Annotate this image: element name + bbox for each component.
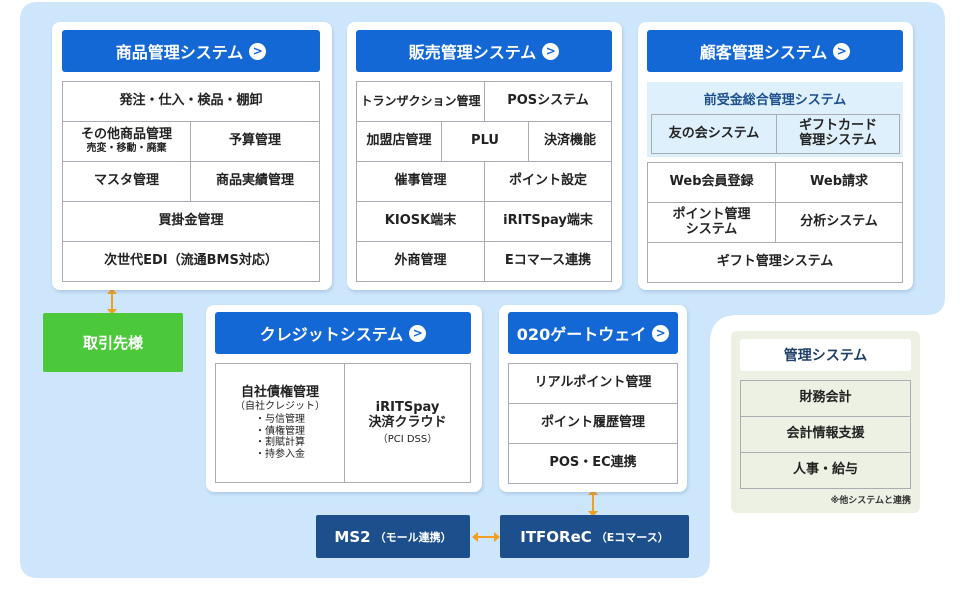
cell: ギフトカード管理システム xyxy=(776,114,900,154)
cell: ポイント履歴管理 xyxy=(508,403,678,444)
cell: 自社債権管理 （自社クレジット） ・与信管理 ・債権管理 ・割賦計算 ・持参入金 xyxy=(215,363,345,483)
chevron-right-icon: > xyxy=(249,42,267,60)
partner-box: 取引先様 xyxy=(43,313,183,372)
cell: 次世代EDI（流通BMS対応） xyxy=(62,241,320,282)
o2o-gateway-card: 020ゲートウェイ> リアルポイント管理 ポイント履歴管理 POS・EC連携 xyxy=(499,305,687,492)
cell: 買掛金管理 xyxy=(62,201,320,242)
product-management-button[interactable]: 商品管理システム > xyxy=(62,30,320,72)
cell: KIOSK端末 xyxy=(356,201,485,242)
cell: 予算管理 xyxy=(190,121,320,162)
cell: 会計情報支援 xyxy=(740,416,911,453)
cell: PLU xyxy=(441,121,529,162)
cell: POSシステム xyxy=(484,81,612,122)
customer-management-button[interactable]: 顧客管理システム> xyxy=(647,30,903,72)
cell: Eコマース連携 xyxy=(484,241,612,282)
ms2-box: MS2（モール連携） xyxy=(316,515,470,558)
cell: トランザクション管理 xyxy=(356,81,485,122)
cell: 商品実績管理 xyxy=(190,161,320,202)
cell: 友の会システム xyxy=(651,114,777,154)
cell: 発注・仕入・検品・棚卸 xyxy=(62,81,320,122)
cell: Web請求 xyxy=(775,162,903,203)
cell: POS・EC連携 xyxy=(508,443,678,484)
credit-system-card: クレジットシステム> 自社債権管理 （自社クレジット） ・与信管理 ・債権管理 … xyxy=(206,305,482,492)
management-title: 管理システム xyxy=(740,339,911,371)
cell: 加盟店管理 xyxy=(356,121,442,162)
cell: 催事管理 xyxy=(356,161,485,202)
prepaid-system-panel: 前受金総合管理システム 友の会システム ギフトカード管理システム xyxy=(647,82,903,157)
cell: ギフト管理システム xyxy=(647,242,903,283)
cell: ポイント管理システム xyxy=(647,202,776,243)
cell: 人事・給与 xyxy=(740,452,911,489)
itforec-box: ITFOReC（Eコマース） xyxy=(500,515,689,558)
cell: ポイント設定 xyxy=(484,161,612,202)
cell: リアルポイント管理 xyxy=(508,363,678,404)
cell: 外商管理 xyxy=(356,241,485,282)
chevron-right-icon: > xyxy=(542,42,560,60)
product-management-card: 商品管理システム > 発注・仕入・検品・棚卸 その他商品管理売変・移動・廃棄 予算… xyxy=(52,22,332,290)
customer-management-card: 顧客管理システム> 前受金総合管理システム 友の会システム ギフトカード管理シス… xyxy=(638,22,913,290)
title: 商品管理システム xyxy=(115,43,244,62)
chevron-right-icon: > xyxy=(409,324,427,342)
management-system-panel: 管理システム 財務会計 会計情報支援 人事・給与 ※他システムと連携 xyxy=(731,331,920,513)
cell: 決済機能 xyxy=(528,121,612,162)
note: ※他システムと連携 xyxy=(830,496,911,506)
cell: 分析システム xyxy=(775,202,903,243)
cell: Web会員登録 xyxy=(647,162,776,203)
cell: iRITSpay端末 xyxy=(484,201,612,242)
sales-management-button[interactable]: 販売管理システム> xyxy=(356,30,612,72)
credit-system-button[interactable]: クレジットシステム> xyxy=(215,312,471,354)
cell: マスタ管理 xyxy=(62,161,191,202)
sales-management-card: 販売管理システム> トランザクション管理 POSシステム 加盟店管理 PLU 決… xyxy=(347,22,622,290)
chevron-right-icon: > xyxy=(652,324,670,342)
o2o-gateway-button[interactable]: 020ゲートウェイ> xyxy=(508,312,678,354)
cell: 財務会計 xyxy=(740,380,911,417)
arrow-icon xyxy=(107,288,117,315)
prepaid-system-title: 前受金総合管理システム xyxy=(703,93,847,108)
chevron-right-icon: > xyxy=(833,42,851,60)
cell: その他商品管理売変・移動・廃棄 xyxy=(62,121,191,162)
